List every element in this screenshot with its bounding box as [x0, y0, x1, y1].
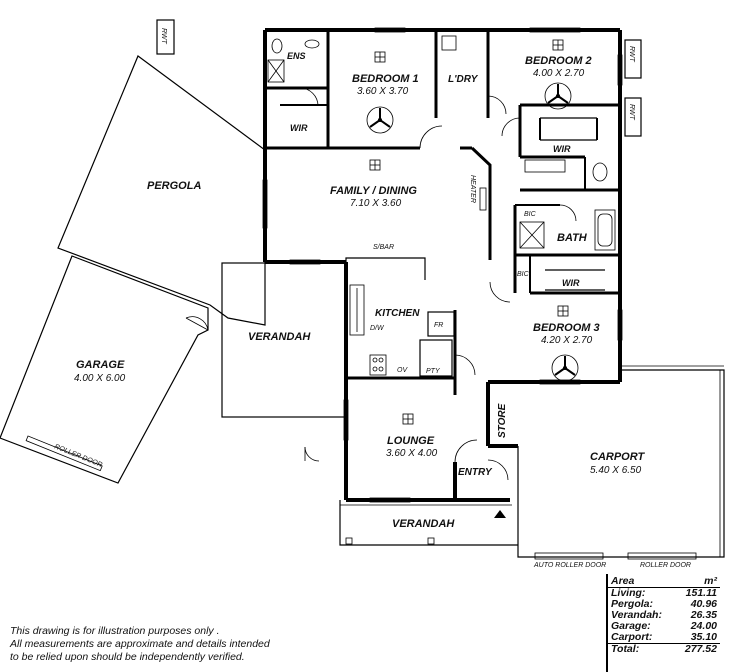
area-row: Carport: 35.10 — [608, 632, 720, 644]
bedroom1-label: BEDROOM 1 — [352, 73, 419, 85]
area-total-label: Total: — [608, 643, 676, 655]
door-swings — [299, 87, 577, 481]
area-total-value: 277.52 — [675, 643, 720, 655]
carport-label: CARPORT — [590, 451, 645, 463]
disclaimer: This drawing is for illustration purpose… — [10, 625, 270, 664]
area-row: Verandah: 26.35 — [608, 610, 720, 621]
entry-label: ENTRY — [458, 467, 493, 478]
kitchen-label: KITCHEN — [375, 308, 420, 319]
pergola-area: PERGOLA — [57, 55, 266, 326]
rwt-label-2: RWT — [628, 46, 635, 63]
area-row-value: 151.11 — [685, 587, 717, 599]
area-row-label: Pergola: — [611, 598, 654, 610]
fan-bedroom3 — [551, 354, 579, 382]
dw-label: D/W — [370, 325, 385, 332]
pergola-label: PERGOLA — [147, 180, 201, 192]
fan-bedroom1 — [366, 106, 394, 134]
area-total-row: Total: 277.52 — [608, 643, 720, 655]
rwt-tanks: RWT RWT RWT — [156, 19, 642, 137]
pty-label: PTY — [426, 368, 441, 375]
area-header-unit: m² — [675, 576, 720, 588]
lounge-dims: 3.60 X 4.00 — [386, 448, 438, 459]
bath-label: BATH — [557, 232, 588, 244]
store-label: STORE — [497, 403, 508, 438]
disclaimer-line: to be relied upon should be independentl… — [10, 651, 245, 663]
garage-roller-door-label: ROLLER DOOR — [53, 443, 103, 469]
area-row-label: Garage: — [611, 620, 651, 632]
room-labels: ENS BEDROOM 1 3.60 X 3.70 WIR L'DRY BEDR… — [287, 51, 600, 478]
verandah-front-area: VERANDAH — [339, 500, 518, 546]
wir1-label: WIR — [290, 123, 308, 133]
family-dining-label: FAMILY / DINING — [330, 185, 417, 197]
rwt-label-1: RWT — [160, 28, 167, 45]
carport-roller-door — [627, 552, 697, 560]
carport-area: AUTO ROLLER DOOR ROLLER DOOR CARPORT 5.4… — [517, 365, 725, 569]
area-row-value: 35.10 — [690, 631, 717, 643]
disclaimer-line: All measurements are approximate and det… — [10, 638, 270, 650]
disclaimer-line: This drawing is for illustration purpose… — [10, 625, 220, 637]
verandah-front-label: VERANDAH — [392, 518, 455, 530]
auto-roller-door-label: AUTO ROLLER DOOR — [533, 562, 606, 569]
garage-roller-door — [25, 435, 103, 472]
verandah-left-area: VERANDAH — [221, 262, 347, 418]
fr-label: FR — [434, 322, 443, 329]
heater-label: HEATER — [469, 175, 476, 203]
carport-dims: 5.40 X 6.50 — [590, 465, 642, 476]
ov-label: OV — [397, 367, 408, 374]
area-row-value: 40.96 — [690, 598, 717, 610]
carport-roller-door-label: ROLLER DOOR — [640, 562, 691, 569]
bedroom2-label: BEDROOM 2 — [525, 55, 592, 67]
bedroom3-label: BEDROOM 3 — [533, 322, 600, 334]
interior-walls — [265, 30, 620, 395]
bedroom1-dims: 3.60 X 3.70 — [357, 86, 409, 97]
area-table-header: Area m² — [608, 576, 720, 588]
wir3-label: WIR — [562, 278, 580, 288]
area-row-label: Carport: — [611, 631, 653, 643]
house-walls — [263, 28, 622, 502]
rwt-label-3: RWT — [628, 104, 635, 121]
lounge-label: LOUNGE — [387, 435, 435, 447]
bic1-label: BIC — [524, 211, 537, 218]
bic2-label: BIC — [517, 271, 530, 278]
fixtures — [267, 35, 616, 377]
garage-dims: 4.00 X 6.00 — [74, 373, 126, 384]
verandah-left-label: VERANDAH — [248, 331, 311, 343]
area-row-label: Verandah: — [611, 609, 662, 621]
ens-label: ENS — [287, 51, 306, 61]
bedroom2-dims: 4.00 X 2.70 — [533, 68, 585, 79]
wir2-label: WIR — [553, 144, 571, 154]
ceiling-fans — [366, 82, 579, 382]
area-header-label: Area — [608, 576, 676, 588]
garage-label: GARAGE — [76, 359, 125, 371]
area-row: Pergola: 40.96 — [608, 599, 720, 610]
area-row-label: Living: — [611, 587, 646, 599]
area-table-frame — [606, 574, 724, 672]
family-dining-dims: 7.10 X 3.60 — [350, 198, 402, 209]
area-table: Area m² Living: 151.11 Pergola: 40.96 Ve… — [608, 576, 720, 655]
sbar-label: S/BAR — [373, 244, 394, 251]
area-row-value: 26.35 — [690, 609, 717, 621]
carport-auto-roller-door — [534, 552, 604, 560]
fan-bedroom2 — [544, 82, 572, 110]
ceiling-lights — [369, 39, 569, 425]
area-row: Living: 151.11 — [608, 588, 720, 600]
area-row: Garage: 24.00 — [608, 621, 720, 632]
garage-area: ROLLER DOOR GARAGE 4.00 X 6.00 — [0, 255, 209, 484]
area-row-value: 24.00 — [690, 620, 717, 632]
bedroom3-dims: 4.20 X 2.70 — [541, 335, 593, 346]
laundry-label: L'DRY — [448, 74, 479, 85]
